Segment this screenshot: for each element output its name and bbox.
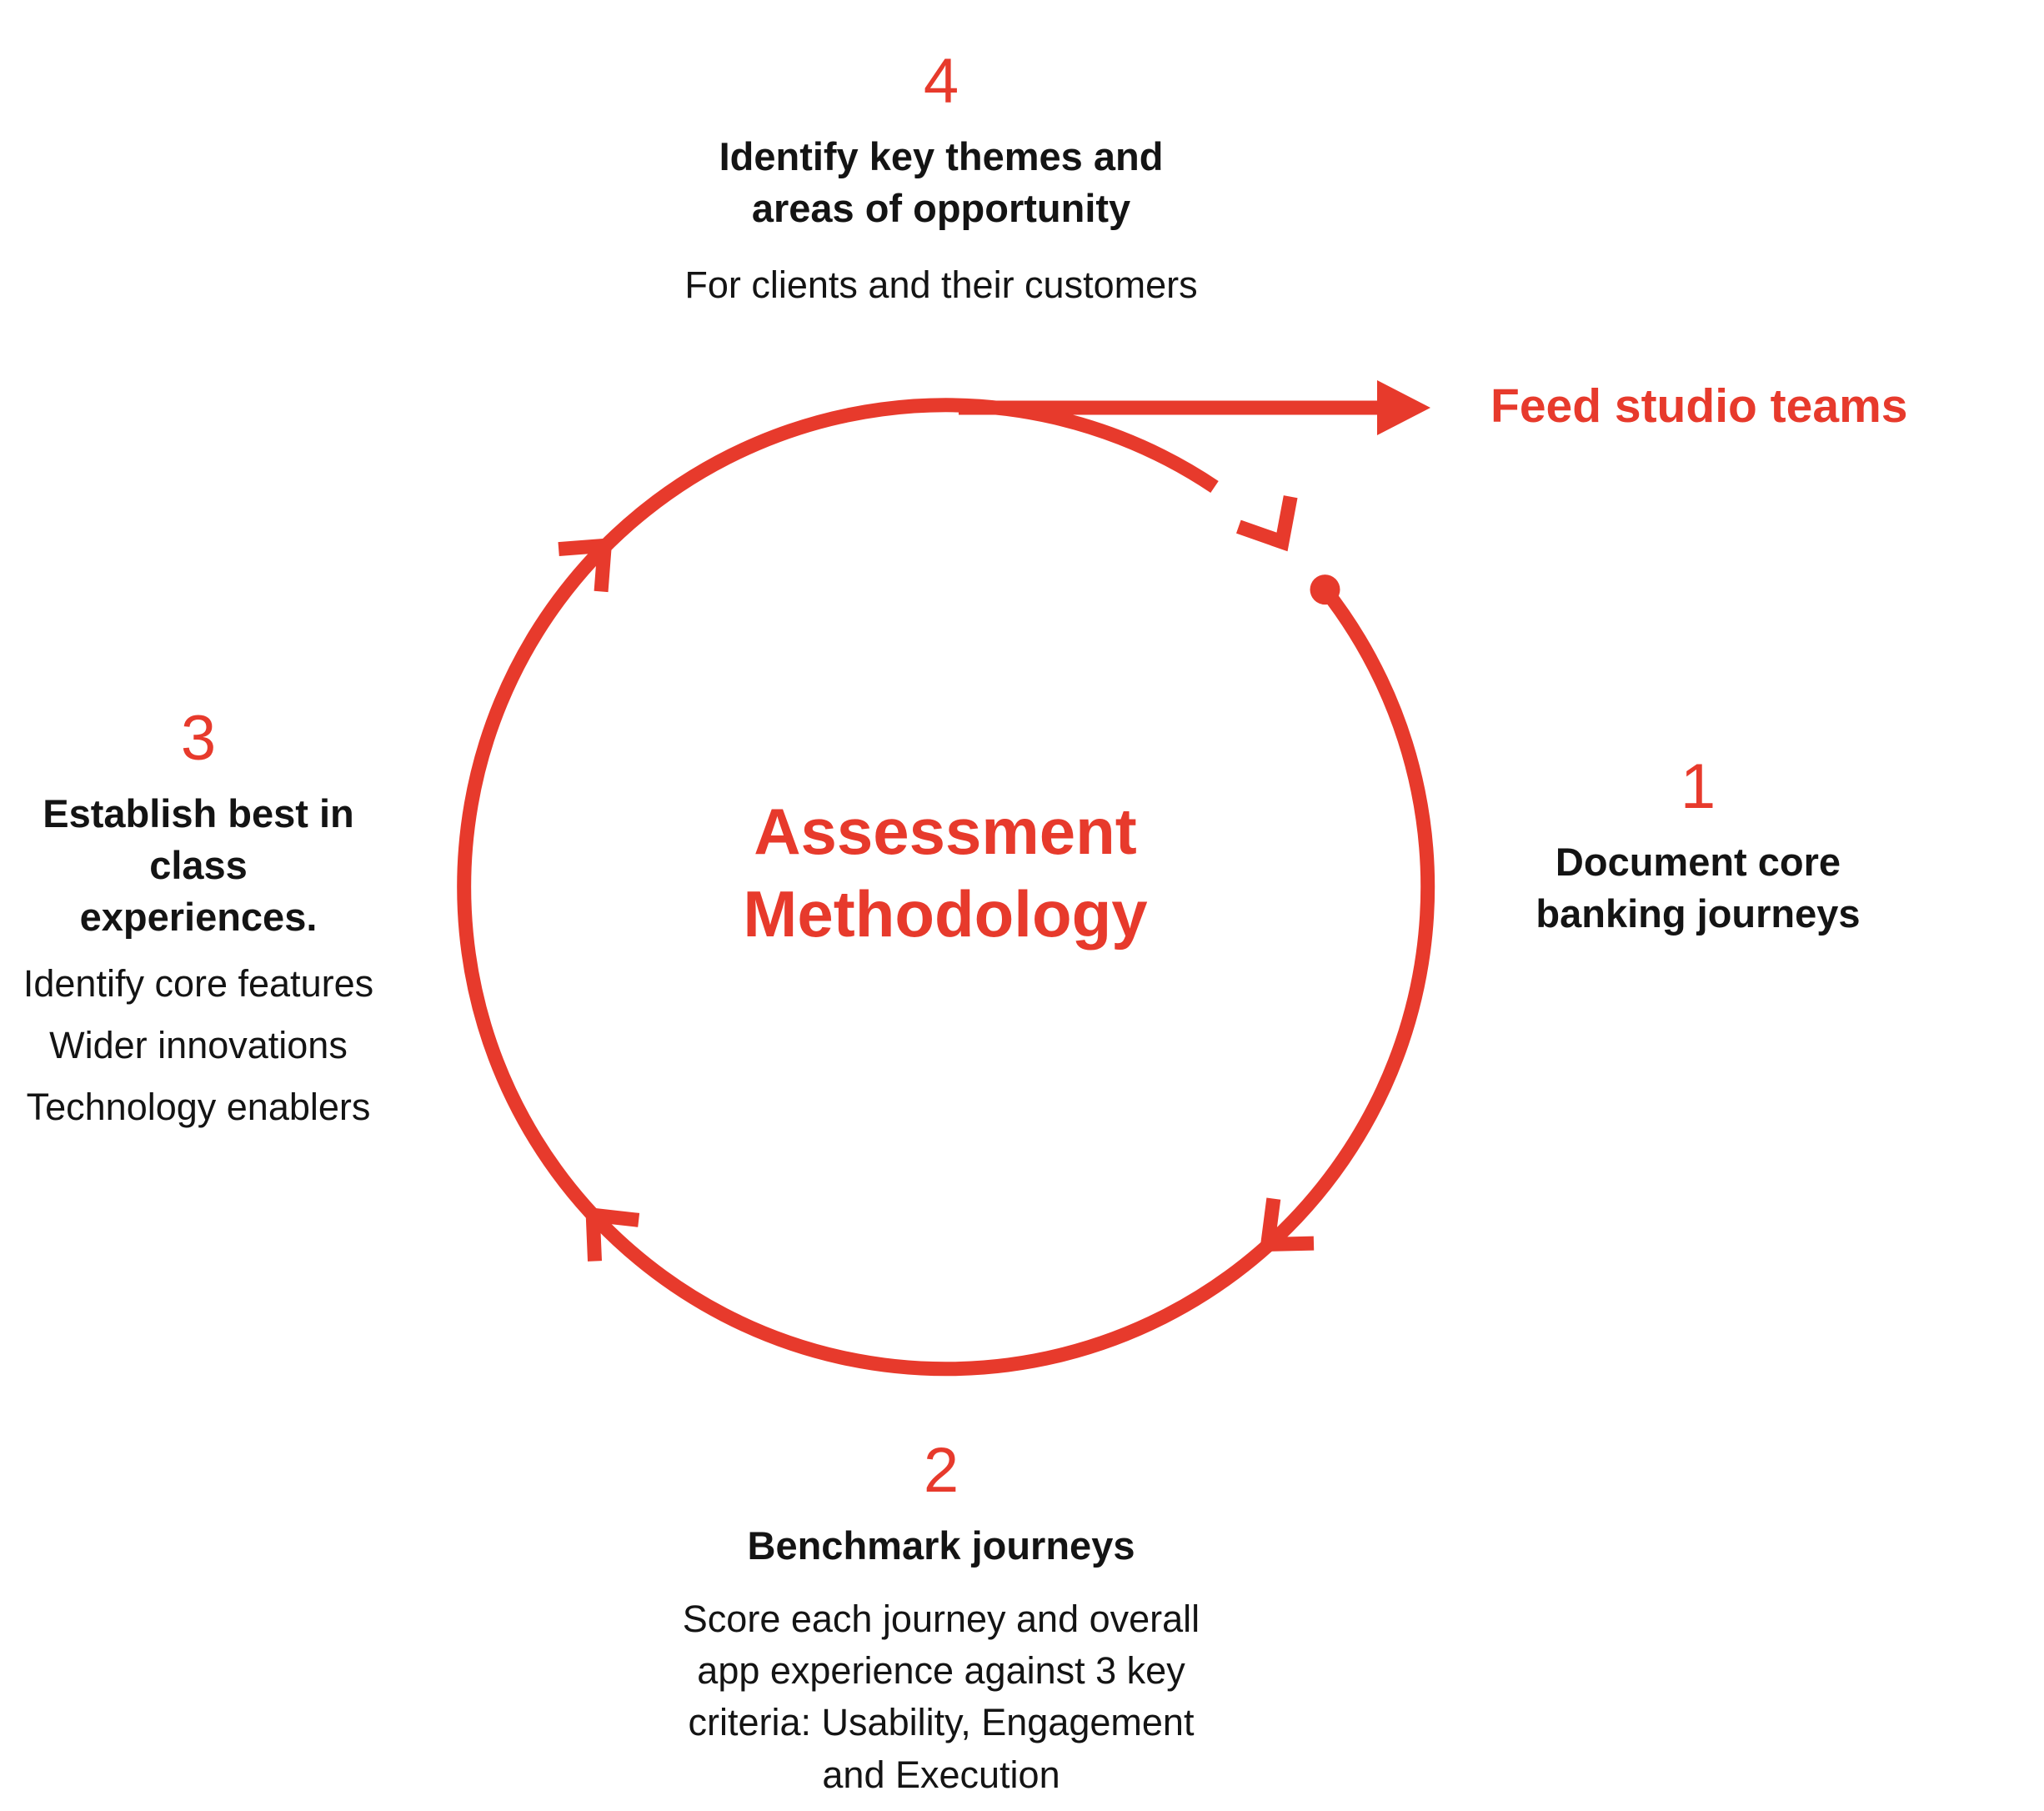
step-3-heading-line: Establish best in class [43,791,354,888]
step-2-heading-line: Benchmark journeys [747,1523,1135,1568]
step-1-heading-line: banking journeys [1536,891,1861,936]
step-3-number: 3 [180,703,217,774]
flow-chevron-icon [1235,495,1298,552]
step-4-sub-line: For clients and their customers [684,263,1198,307]
step-4: 4 Identify key themes and areas of oppor… [566,43,1316,311]
step-1-heading-line: Document core [1555,840,1841,885]
step-2-sub-line: Score each journey and overall [682,1598,1200,1641]
step-3-sub-line: Wider innovations [49,1024,348,1067]
step-3-heading: Establish best in class experiences. [3,788,394,943]
step-4-heading-line: Identify key themes and [719,134,1164,179]
step-3-heading-line: experiences. [79,895,318,940]
step-2-sub-line: criteria: Usability, Engagement [688,1701,1195,1744]
step-4-subtext: For clients and their customers [566,259,1316,311]
diagram-title: Assessment Methodology [570,790,1320,956]
output-arrow-head-icon [1377,380,1430,435]
step-2-number: 2 [923,1435,959,1506]
step-3-sub-line: Technology enablers [26,1086,371,1129]
step-4-heading-line: areas of opportunity [751,186,1131,231]
flow-chevron-icon [585,1206,640,1262]
step-4-heading: Identify key themes and areas of opportu… [566,131,1316,234]
diagram-title-line-2: Methodology [743,877,1148,951]
diagram-title-line-1: Assessment [754,795,1137,868]
step-3-subtext: Identify core features Wider innovations… [3,958,394,1133]
step-1-heading: Document core banking journeys [1498,836,1898,940]
step-1-number: 1 [1680,751,1716,822]
flow-chevron-icon [1259,1197,1315,1252]
step-3: 3 Establish best in class experiences. I… [3,700,394,1144]
flow-chevron-icon [558,538,613,593]
step-2: 2 Benchmark journeys Score each journey … [566,1432,1316,1801]
step-2-sub-line: app experience against 3 key [697,1649,1185,1693]
step-4-number: 4 [923,46,959,117]
cycle-arc [457,398,1435,1377]
step-3-sub-line: Identify core features [23,962,374,1006]
step-2-sub-line: and Execution [822,1753,1060,1796]
step-2-heading: Benchmark journeys [566,1520,1316,1572]
output-arrow-label: Feed studio teams [1490,379,1908,433]
step-1: 1 Document core banking journeys [1498,749,1898,940]
cycle-start-dot-icon [1310,574,1340,605]
step-2-subtext: Score each journey and overall app exper… [566,1593,1316,1800]
